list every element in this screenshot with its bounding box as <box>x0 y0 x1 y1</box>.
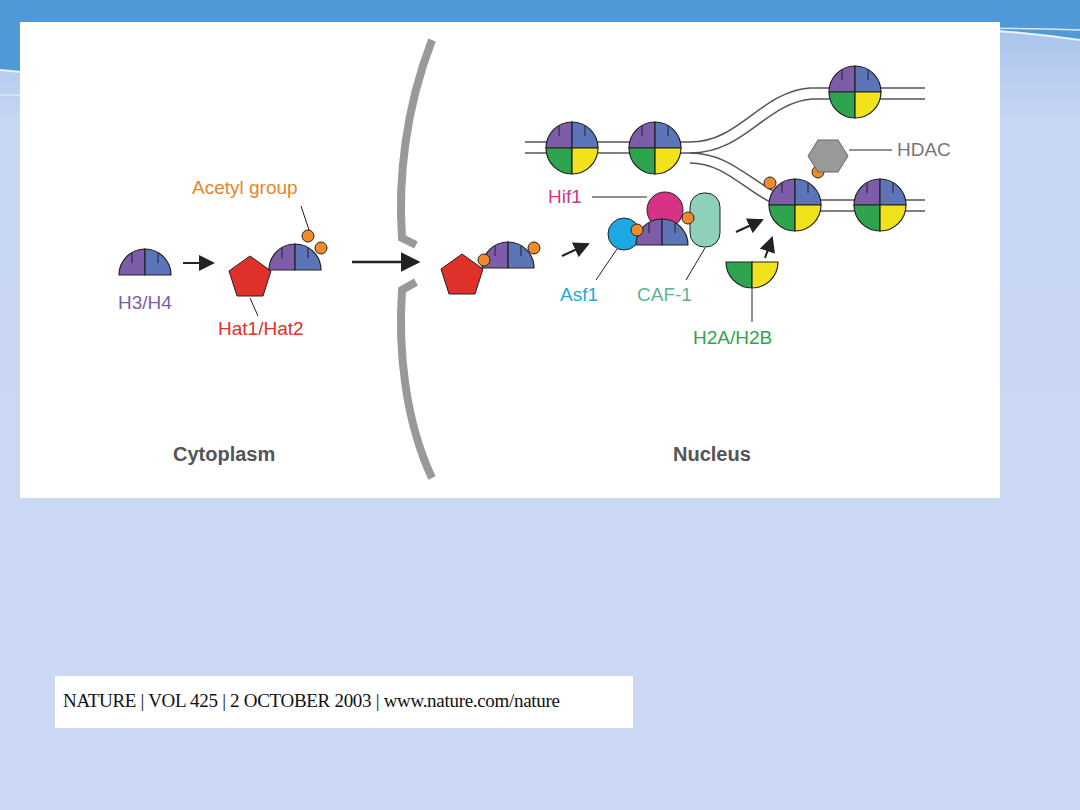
citation: NATURE | VOL 425 | 2 OCTOBER 2003 | www.… <box>63 690 560 712</box>
compartment-label: Nucleus <box>673 443 751 465</box>
label-histone: H3/H4 <box>118 292 172 314</box>
label-protein: Hif1 <box>548 186 582 208</box>
citation-box: NATURE | VOL 425 | 2 OCTOBER 2003 | www.… <box>55 676 633 728</box>
label-enzyme: Hat1/Hat2 <box>218 318 304 340</box>
compartment-label: Cytoplasm <box>173 443 275 465</box>
label-histone: H2A/H2B <box>693 327 772 349</box>
figure-panel <box>20 22 1000 498</box>
label-acetyl: Acetyl group <box>192 177 298 199</box>
label-protein: Asf1 <box>560 284 598 306</box>
label-enzyme: HDAC <box>897 139 951 161</box>
label-protein: CAF-1 <box>637 284 692 306</box>
